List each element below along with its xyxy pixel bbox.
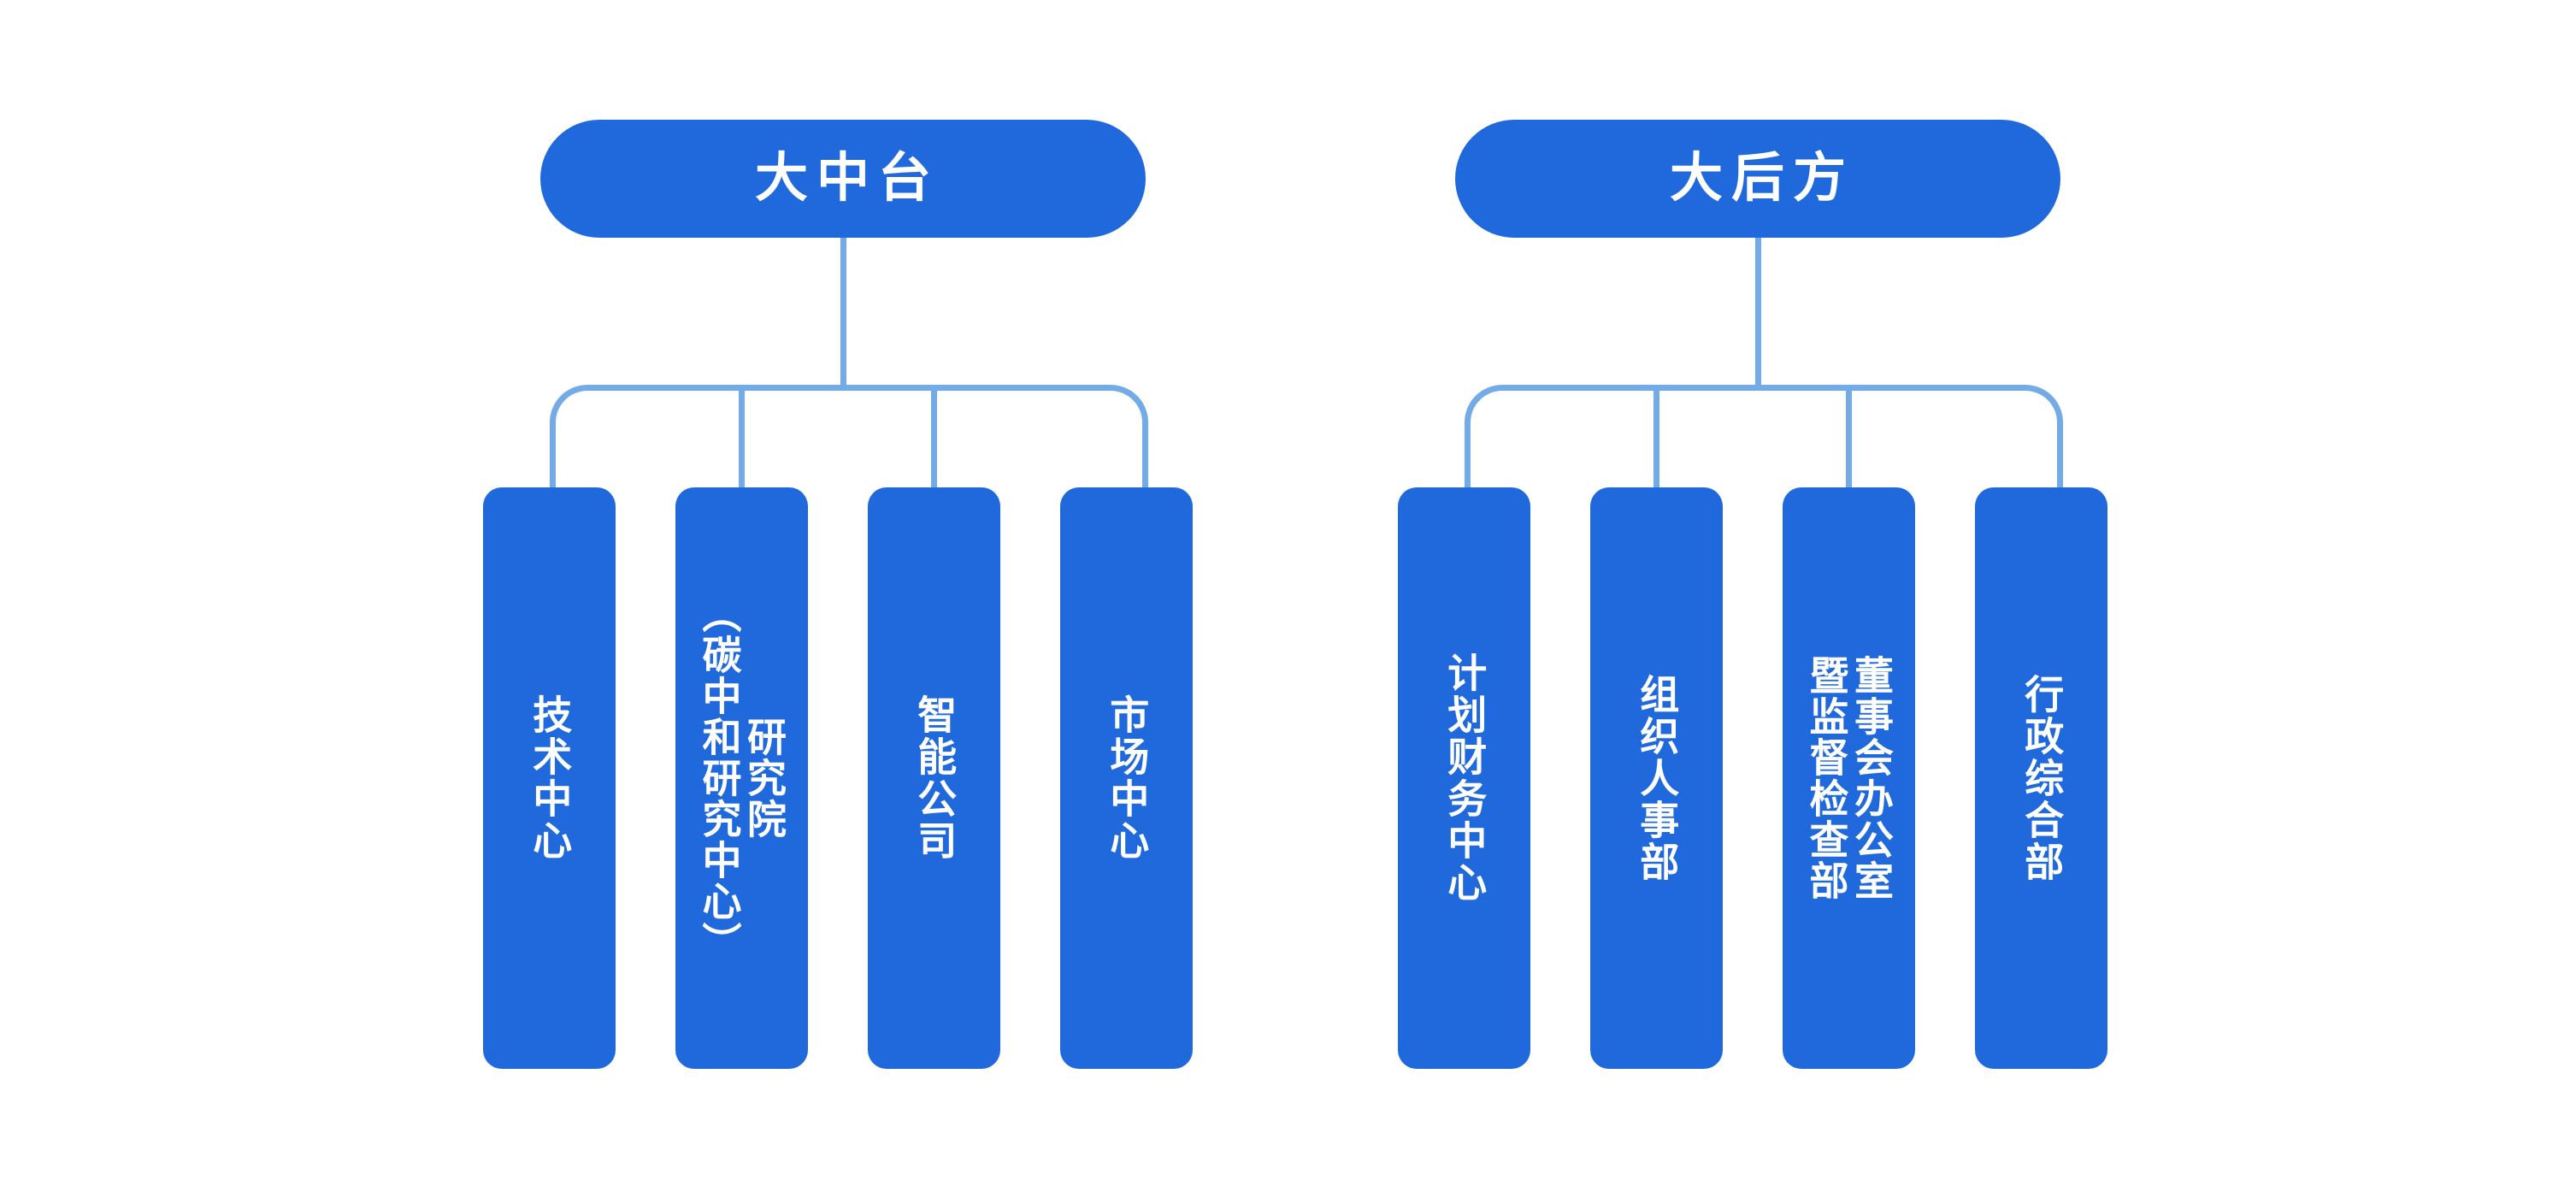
org-node-label: 智能公司 bbox=[912, 694, 958, 862]
org-node-label: 行政综合部 bbox=[2019, 673, 2065, 883]
org-node-zhongtai-1[interactable]: 技术中心 bbox=[483, 487, 616, 1069]
connector-drop-zhongtai-2 bbox=[739, 385, 745, 487]
org-node-label: 市场中心 bbox=[1105, 694, 1150, 862]
connector-drop-houfang-2 bbox=[1653, 385, 1659, 487]
org-node-label: 董事会办公室 暨监督检查部 bbox=[1804, 655, 1894, 901]
org-node-label: 研究院 （碳中和研究中心） bbox=[697, 593, 787, 963]
connector-bar-zhongtai bbox=[587, 385, 1111, 391]
group-header-zhongtai[interactable]: 大中台 bbox=[540, 120, 1146, 238]
connector-elbow-right-zhongtai bbox=[1111, 385, 1148, 487]
connector-stem-houfang bbox=[1755, 238, 1761, 385]
org-node-zhongtai-2[interactable]: 研究院 （碳中和研究中心） bbox=[675, 487, 808, 1069]
connector-elbow-right-houfang bbox=[2025, 385, 2063, 487]
org-node-label: 组织人事部 bbox=[1635, 673, 1680, 883]
org-node-houfang-2[interactable]: 组织人事部 bbox=[1590, 487, 1723, 1069]
group-header-label: 大后方 bbox=[1669, 149, 1854, 208]
group-header-houfang[interactable]: 大后方 bbox=[1455, 120, 2060, 238]
org-node-label: 计划财务中心 bbox=[1442, 652, 1488, 904]
group-header-label: 大中台 bbox=[754, 149, 940, 208]
org-node-zhongtai-3[interactable]: 智能公司 bbox=[868, 487, 1000, 1069]
org-node-houfang-1[interactable]: 计划财务中心 bbox=[1398, 487, 1530, 1069]
org-node-houfang-4[interactable]: 行政综合部 bbox=[1975, 487, 2107, 1069]
connector-bar-houfang bbox=[1502, 385, 2025, 391]
connector-drop-houfang-3 bbox=[1846, 385, 1852, 487]
org-node-label: 技术中心 bbox=[528, 694, 573, 862]
org-node-houfang-3[interactable]: 董事会办公室 暨监督检查部 bbox=[1783, 487, 1915, 1069]
connector-elbow-left-zhongtai bbox=[550, 385, 587, 487]
connector-drop-zhongtai-3 bbox=[931, 385, 937, 487]
org-node-zhongtai-4[interactable]: 市场中心 bbox=[1060, 487, 1193, 1069]
connector-elbow-left-houfang bbox=[1465, 385, 1502, 487]
connector-stem-zhongtai bbox=[840, 238, 846, 385]
